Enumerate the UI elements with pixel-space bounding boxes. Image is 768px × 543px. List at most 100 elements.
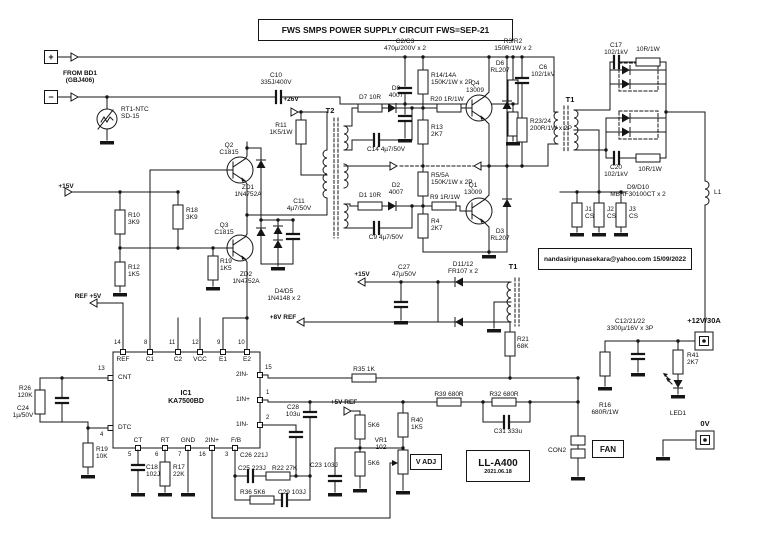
label-ref-5v: REF +5V [74, 293, 102, 300]
label-c26: C26 221J [240, 452, 268, 459]
minus-terminal: − [44, 90, 58, 104]
label-r18: R18 3K9 [186, 207, 198, 222]
label-j1: J1 CS [585, 206, 595, 221]
model-name: LL-A400 [478, 457, 518, 469]
label-r3r2: R3/R2 150R/1W x 2 [494, 38, 532, 53]
author-email-date: nandasirigunasekara@yahoo.com 15/09/2022 [543, 255, 687, 263]
ic-pin9-name: E1 [219, 356, 227, 363]
label-d6: D6 RL207 [490, 60, 510, 75]
label-t1-aux: T1 [508, 262, 518, 271]
ic-pin5-name: CT [133, 437, 143, 444]
ic-pin2-number: 2 [266, 415, 270, 421]
ic-pin6-number: 6 [155, 452, 159, 458]
ic-pin12-name: VCC [193, 356, 207, 363]
label-vr1: VR1 102 [374, 437, 388, 452]
ic-pin8-number: 8 [144, 340, 148, 346]
label-12v-output: +12V/30A [687, 316, 721, 325]
author-stamp-box: nandasirigunasekara@yahoo.com 15/09/2022 [538, 248, 692, 270]
label-r19b: R19 10K [96, 446, 108, 461]
label-d7: D7 10R [358, 94, 382, 101]
label-r16: R16 680R/1W [591, 402, 619, 417]
ic-pin3-number: 3 [225, 452, 229, 458]
aux-supply-section [357, 277, 520, 333]
label-c17: C17 102/1kV [604, 42, 628, 57]
label-r2324: R23/24 200R/1W x 2P [530, 118, 572, 133]
label-c18: C18 102J [146, 464, 161, 479]
ic-pin10-number: 10 [238, 340, 245, 346]
transistor-q4-icon [465, 94, 493, 122]
transistor-q2-icon [226, 156, 254, 184]
label-ic1: IC1 KA7500BD [168, 390, 204, 406]
label-r41: R41 2K7 [687, 352, 699, 367]
model-date: 2021.06.18 [484, 468, 512, 475]
fan-box: FAN [592, 440, 624, 458]
label-c27: C27 47µ/50V [391, 264, 417, 279]
label-5k6-a: 5K6 [368, 422, 380, 429]
label-d2: D2 4007 [388, 182, 404, 197]
ic-pin15-number: 15 [265, 365, 272, 371]
label-j2: J2 CS [607, 206, 617, 221]
ic-pin4-name: DTC [118, 424, 132, 431]
label-snubber-r-bot: 10R/1W [638, 166, 662, 173]
label-r35: R35 1K [353, 366, 375, 373]
ic-pin11-number: 11 [169, 340, 176, 346]
label-0v-output: 0V [700, 419, 710, 428]
label-15v-left: +15V [58, 183, 74, 190]
label-d1112: D11/12 FR107 x 2 [448, 261, 478, 276]
feedback-network [233, 317, 580, 508]
output-section [559, 54, 710, 333]
label-c10: C10 335J/400V [260, 72, 292, 87]
label-r14: R14/14A 150K/1W x 2P [431, 72, 473, 87]
label-q3: Q3 C1815 [214, 222, 234, 237]
ic-pin16-number: 16 [199, 452, 206, 458]
label-zd1: ZD1 1N4752A [234, 184, 262, 199]
label-5v-ref: +5V REF [330, 399, 358, 406]
label-q4: Q4 13009 [465, 80, 485, 95]
ic-pin13-name: CNT [118, 374, 132, 381]
inductor-l1-icon [704, 180, 710, 206]
label-d9d10: D9/D10 MBRF30100CT x 2 [610, 184, 666, 199]
label-plus26v: +26V [283, 96, 299, 103]
label-r21: R21 68K [517, 336, 529, 351]
ic-pin5-number: 5 [128, 452, 132, 458]
ic-pin14-name: REF [116, 356, 130, 363]
ic-pin12-number: 12 [192, 340, 199, 346]
label-r40: R40 1K5 [411, 417, 423, 432]
ic-pin14-number: 14 [114, 340, 121, 346]
ic-pin7-name: GND [180, 437, 196, 444]
plus-terminal: + [44, 50, 58, 64]
label-r17: R17 22K [173, 464, 185, 479]
label-c6: C6 102/1kV [531, 64, 555, 79]
label-r26: R26 120K [17, 385, 33, 400]
title-box: FWS SMPS POWER SUPPLY CIRCUIT FWS=SEP-21 [258, 19, 513, 41]
dc-output-section [598, 331, 715, 461]
led1-icon [673, 379, 683, 389]
label-c20: C20 102/1kV [604, 164, 628, 179]
model-stamp-box: LL-A400 2021.06.18 [466, 450, 530, 482]
label-r11: R11 1K5/1W [269, 122, 293, 137]
label-d3: D3 RL207 [490, 228, 510, 243]
label-con2: CON2 [548, 447, 567, 454]
timing-network [130, 449, 195, 497]
label-t2: T2 [325, 106, 335, 115]
label-c29: C29 103J [278, 489, 306, 496]
ic-pin13-number: 13 [98, 366, 105, 372]
ic-pin16-name: 2IN+ [205, 437, 219, 444]
dtc-network [34, 376, 109, 479]
label-c14: C14 4µ7/50V [366, 146, 406, 153]
minus-sign: − [48, 92, 54, 102]
ntc-thermistor-icon [96, 108, 118, 130]
ic-pin15-name: 2IN- [236, 371, 249, 378]
plus-sign: + [48, 52, 54, 62]
label-r20: R20 1R/1W [430, 96, 464, 103]
label-r9: R9 1R/1W [430, 194, 460, 201]
label-led1: LED1 [669, 410, 687, 417]
ic-pin9-number: 9 [217, 340, 221, 346]
v-adj-label: V ADJ [415, 458, 437, 466]
page-title: FWS SMPS POWER SUPPLY CIRCUIT FWS=SEP-21 [281, 25, 490, 35]
label-r19a: R19 1K5 [220, 258, 232, 273]
fan-connector-section [570, 377, 586, 481]
label-d1: D1 10R [358, 192, 382, 199]
